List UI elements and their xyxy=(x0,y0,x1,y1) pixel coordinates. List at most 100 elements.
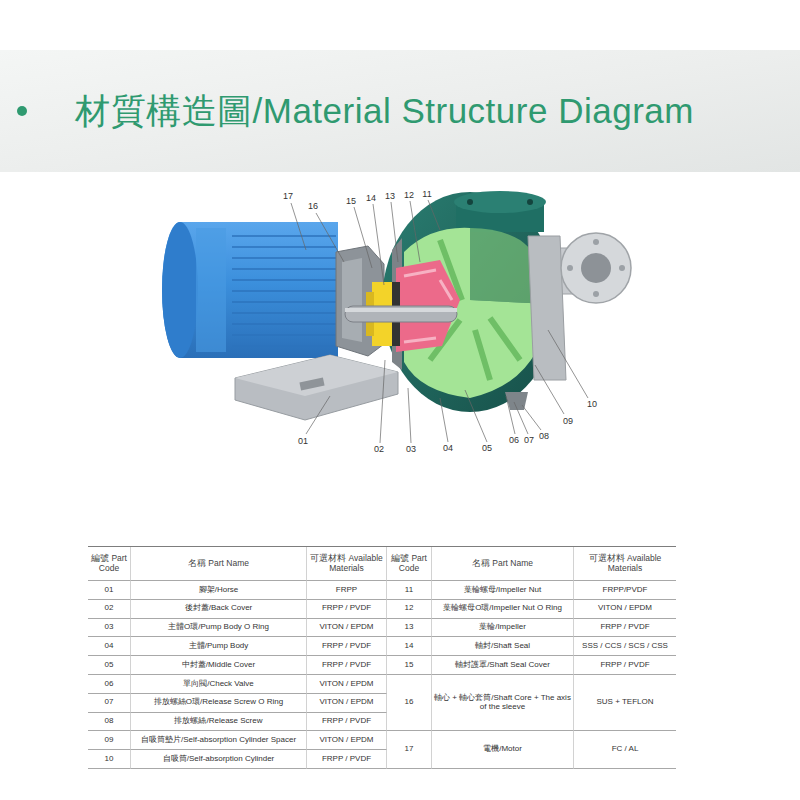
table-text: 12 xyxy=(405,604,414,613)
table-text: 08 xyxy=(105,717,114,726)
table-text: FRPP/PVDF xyxy=(603,586,648,595)
table-cell: FRPP/PVDF xyxy=(574,581,676,600)
table-text: 單向閥/Check Valve xyxy=(183,680,254,689)
table-text: 名稱 Part Name xyxy=(472,559,533,568)
leader-lines xyxy=(440,398,448,442)
table-text: 09 xyxy=(105,736,114,745)
table-cell: VITON / EPDM xyxy=(307,675,387,694)
callout-number: 15 xyxy=(346,196,356,206)
diagram-title: 材質構造圖/Material Structure Diagram xyxy=(75,88,694,135)
motor xyxy=(232,268,336,269)
motor xyxy=(162,222,338,358)
shaft-seal-cover xyxy=(342,258,362,342)
table-cell: 16 xyxy=(387,675,432,731)
table-cell: 02 xyxy=(88,600,131,619)
table-text: 自吸筒墊片/Self-absorption Cylinder Spacer xyxy=(141,736,296,745)
motor-base xyxy=(235,355,398,420)
header-band xyxy=(0,50,800,172)
table-text: 名稱 Part Name xyxy=(188,559,249,568)
callout-number: 12 xyxy=(404,190,414,200)
table-cell: 電機/Motor xyxy=(432,731,574,769)
table-text: 葉輪螺母O環/Impeller Nut O Ring xyxy=(443,604,562,613)
table-cell: 軸封護罩/Shaft Seal Cover xyxy=(432,656,574,675)
table-text: FRPP / PVDF xyxy=(322,604,371,613)
table-cell: 可選材料 Available Materials xyxy=(574,547,676,581)
callout-number: 01 xyxy=(298,436,308,446)
table-text: VITON / EPDM xyxy=(598,604,652,613)
table-cell: 17 xyxy=(387,731,432,769)
callout-number: 07 xyxy=(524,435,534,445)
motor xyxy=(232,345,336,346)
table-text: 葉輪螺母/Impeller Nut xyxy=(464,586,541,595)
table-text: 葉輪/Impeller xyxy=(479,623,526,632)
table-cell: 08 xyxy=(88,713,131,732)
table-cell: VITON / EPDM xyxy=(307,694,387,713)
table-text: 排放螺絲O環/Release Screw O Ring xyxy=(154,698,283,707)
table-text: 中封蓋/Middle Cover xyxy=(182,661,255,670)
table-cell: 名稱 Part Name xyxy=(432,547,574,581)
callout-number: 04 xyxy=(443,443,453,453)
table-text: 17 xyxy=(405,745,414,754)
leader-lines xyxy=(291,200,588,443)
table-cell: 11 xyxy=(387,581,432,600)
table-cell: VITON / EPDM xyxy=(307,731,387,750)
table-text: FRPP / PVDF xyxy=(322,642,371,651)
motor xyxy=(162,222,198,358)
leader-lines xyxy=(380,360,385,443)
table-text: VITON / EPDM xyxy=(319,736,373,745)
table-text: 13 xyxy=(405,623,414,632)
table-text: 06 xyxy=(105,680,114,689)
table-text: VITON / EPDM xyxy=(319,698,373,707)
table-text: FC / AL xyxy=(612,745,639,754)
callout-number: 13 xyxy=(385,191,395,201)
table-cell: 自吸筒/Self-absorption Cylinder xyxy=(131,750,307,769)
callout-number: 16 xyxy=(308,201,318,211)
table-cell: FRPP / PVDF xyxy=(574,656,676,675)
table-cell: 06 xyxy=(88,675,131,694)
table-cell: 葉輪螺母O環/Impeller Nut O Ring xyxy=(432,600,574,619)
motor xyxy=(232,312,336,313)
inlet-flange xyxy=(581,253,611,283)
inlet-flange xyxy=(593,291,599,297)
table-cell: 腳架/Horse xyxy=(131,581,307,600)
table-cell: 07 xyxy=(88,694,131,713)
table-cell: 中封蓋/Middle Cover xyxy=(131,656,307,675)
table-cell: 葉輪/Impeller xyxy=(432,619,574,638)
table-cell: VITON / EPDM xyxy=(307,619,387,638)
parts-table: 編號 Part Code 名稱 Part Name 可選材料 Available M… xyxy=(88,546,676,769)
table-text: FRPP / PVDF xyxy=(600,623,649,632)
table-cell: SUS + TEFLON xyxy=(574,675,676,731)
table-text: SUS + TEFLON xyxy=(597,698,654,707)
table-text: 主體O環/Pump Body O Ring xyxy=(168,623,269,632)
table-cell: 編號 Part Code xyxy=(88,547,131,581)
leader-lines xyxy=(291,203,306,250)
inlet-flange xyxy=(528,233,631,380)
table-text: 15 xyxy=(405,661,414,670)
table-cell: FRPP / PVDF xyxy=(307,656,387,675)
table-text: 後封蓋/Back Cover xyxy=(185,604,253,613)
table-cell: FRPP / PVDF xyxy=(307,637,387,656)
table-text: 05 xyxy=(105,661,114,670)
table-text: 07 xyxy=(105,698,114,707)
table-cell: 可選材料 Available Materials xyxy=(307,547,387,581)
table-text: VITON / EPDM xyxy=(319,680,373,689)
pump-body xyxy=(467,199,473,205)
leader-lines xyxy=(465,390,487,442)
callout-number: 08 xyxy=(539,431,549,441)
table-cell: FRPP / PVDF xyxy=(307,600,387,619)
inlet-flange xyxy=(528,236,566,380)
leader-lines xyxy=(548,330,588,398)
table-cell: 09 xyxy=(88,731,131,750)
table-cell: 12 xyxy=(387,600,432,619)
motor xyxy=(232,279,336,280)
leader-lines xyxy=(306,396,330,434)
table-text: 11 xyxy=(405,586,413,595)
table-cell: 05 xyxy=(88,656,131,675)
table-cell: SSS / CCS / SCS / CSS xyxy=(574,637,676,656)
table-text: 14 xyxy=(405,642,414,651)
table-text: VITON / EPDM xyxy=(319,623,373,632)
table-text: 02 xyxy=(105,604,114,613)
leader-lines xyxy=(373,204,384,285)
table-text: SSS / CCS / SCS / CSS xyxy=(582,642,668,651)
shaft xyxy=(345,308,457,312)
